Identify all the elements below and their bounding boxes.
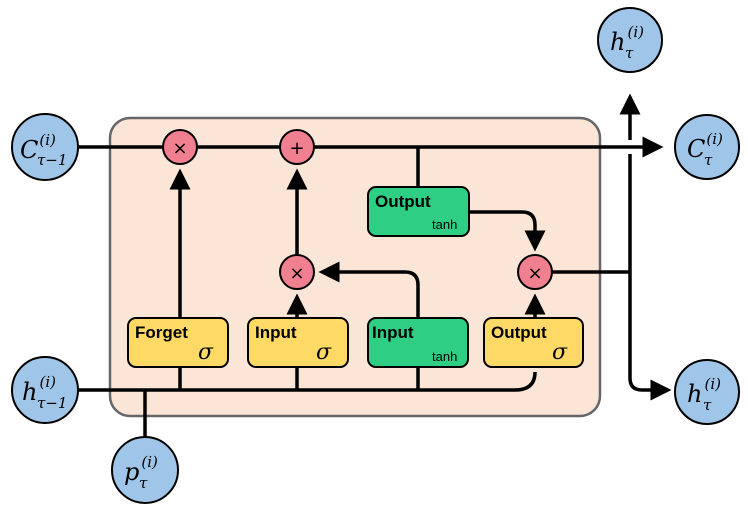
svg-text:×: × (527, 263, 542, 284)
output-tanh-to-mult (469, 210, 546, 252)
connections (78, 93, 668, 437)
svg-text:τ−1: τ−1 (37, 151, 67, 169)
svg-text:C(i): C(i) (687, 130, 723, 163)
svg-text:Forget: Forget (135, 323, 188, 342)
svg-text:σ: σ (198, 340, 214, 365)
svg-text:σ: σ (316, 340, 332, 365)
cell-box (108, 116, 602, 418)
add-op: + (279, 129, 315, 165)
svg-text:p(i): p(i) (124, 453, 158, 486)
svg-text:h(i): h(i) (22, 373, 56, 406)
svg-text:σ: σ (552, 340, 568, 365)
input-tanh-gate: Input tanh (367, 317, 469, 368)
hidden-input-line (78, 371, 537, 392)
svg-text:tanh: tanh (432, 217, 457, 232)
input-sigmoid-gate: Input σ (247, 317, 349, 368)
h-out-top-node: h(i) τ (597, 7, 663, 73)
svg-text:+: + (289, 138, 304, 159)
svg-text:Output: Output (375, 192, 431, 211)
input-multiply-op: × (279, 254, 315, 290)
svg-text:tanh: tanh (432, 349, 457, 364)
svg-text:τ−1: τ−1 (37, 394, 67, 412)
svg-text:Input: Input (372, 323, 414, 342)
output-sigmoid-gate: Output σ (483, 317, 584, 368)
svg-text:h(i): h(i) (610, 23, 644, 56)
svg-text:τ: τ (703, 396, 712, 414)
svg-text:×: × (289, 263, 304, 284)
h-out-right-node: h(i) τ (674, 359, 740, 425)
input-tanh-to-mult (318, 261, 420, 318)
h-prev-node: h(i) τ−1 (11, 356, 79, 424)
svg-text:τ: τ (139, 474, 148, 492)
svg-text:×: × (172, 138, 187, 159)
svg-text:C(i): C(i) (20, 131, 56, 164)
forget-multiply-op: × (162, 129, 198, 165)
svg-text:Input: Input (255, 323, 297, 342)
p-input-node: p(i) τ (111, 436, 179, 504)
forget-gate: Forget σ (127, 317, 229, 368)
c-prev-node: C(i) τ−1 (11, 113, 79, 181)
output-multiply-op: × (517, 254, 553, 290)
svg-text:h(i): h(i) (687, 375, 721, 408)
c-out-node: C(i) τ (674, 114, 740, 180)
svg-text:Output: Output (491, 323, 547, 342)
svg-text:τ: τ (625, 44, 634, 62)
output-tanh-gate: Output tanh (367, 186, 470, 237)
svg-text:τ: τ (704, 151, 713, 169)
